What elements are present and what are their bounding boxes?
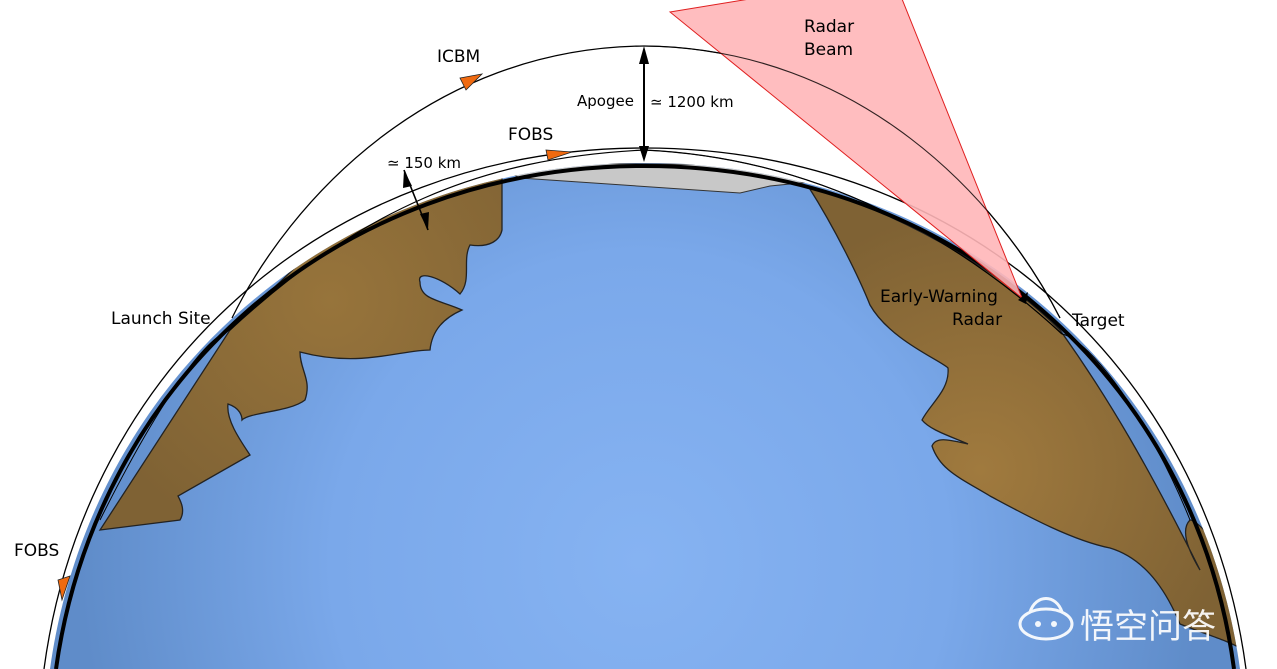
earth: [50, 163, 1240, 669]
orbit-height-label: ≃ 150 km: [387, 154, 461, 172]
right-continent: [806, 184, 1240, 669]
icbm-direction-arrow: [459, 73, 484, 91]
orbit-height-arrow: [403, 169, 429, 231]
launch-side-arc: [99, 329, 231, 521]
apogee-height-label: ≃ 1200 km: [650, 93, 734, 111]
icbm-label: ICBM: [437, 47, 480, 67]
apogee-arrow: [639, 46, 649, 162]
left-continent: [98, 173, 503, 531]
watermark-logo-icon: [1018, 597, 1074, 641]
apogee-label: Apogee: [577, 92, 634, 110]
radar-beam-label-1: Radar: [804, 17, 854, 37]
fobs-direction-arrow-top: [545, 149, 573, 161]
watermark-text: 悟空问答: [1080, 607, 1216, 647]
icbm-trajectory-overlay: [643, 45, 1061, 319]
early-warning-label-2: Radar: [952, 310, 1002, 330]
early-warning-label-1: Early-Warning: [880, 287, 998, 307]
fobs-direction-arrow-left: [57, 575, 71, 602]
radar-site-icon: [1018, 292, 1028, 304]
watermark: 悟空问答: [1018, 597, 1216, 647]
fobs-trajectory-overlay: [643, 149, 1063, 335]
target-side-arc: [1061, 333, 1191, 521]
launch-site-label: Launch Site: [111, 309, 211, 329]
fobs-label-left: FOBS: [14, 541, 59, 561]
radar-beam-label-2: Beam: [804, 40, 853, 60]
target-label: Target: [1071, 311, 1125, 331]
radar-beam: [668, 0, 1024, 300]
fobs-label-top: FOBS: [508, 125, 553, 145]
